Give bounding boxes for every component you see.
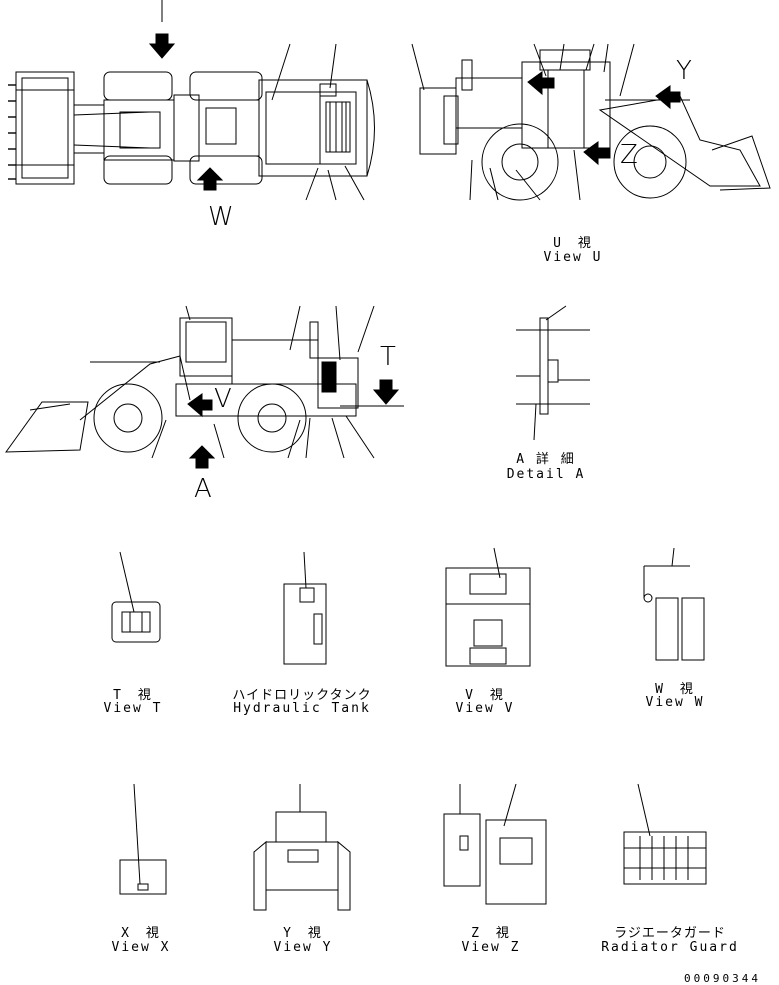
radiator-guard-caption-en: Radiator Guard — [601, 940, 739, 955]
arrow-letter-a: A — [194, 474, 212, 504]
detail-a-drawing — [516, 305, 590, 441]
document-number: 00090344 — [684, 972, 761, 985]
view-u-caption-jp: U 視 — [553, 236, 593, 251]
loader-rear-side-view — [411, 43, 771, 201]
side-view-arrows — [527, 71, 681, 166]
arrow-letter-t: T — [380, 342, 396, 372]
view-x-drawing — [119, 783, 167, 895]
view-x-caption-en: View X — [111, 940, 171, 955]
view-v-drawing — [445, 547, 531, 667]
radiator-guard-caption-jp: ラジエータガード — [614, 926, 726, 941]
arrow-letter-y: Y — [676, 56, 692, 86]
radiator-guard-drawing — [623, 783, 707, 885]
hydraulic-tank-caption-en: Hydraulic Tank — [233, 701, 371, 716]
view-t-drawing — [111, 551, 161, 643]
view-t-caption-en: View T — [103, 701, 163, 716]
arrow-letter-w: W — [208, 202, 234, 232]
view-w-caption-jp: W 視 — [655, 682, 695, 697]
arrow-letter-v: V — [214, 384, 232, 414]
detail-a-caption-en: Detail A — [506, 467, 586, 482]
view-x-caption-jp: X 視 — [121, 926, 161, 941]
view-y-caption-jp: Y 視 — [283, 926, 323, 941]
hydraulic-tank-caption-jp: ハイドロリックタンク — [232, 688, 372, 703]
view-u-caption-en: View U — [543, 250, 603, 265]
view-v-caption-jp: V 視 — [465, 688, 505, 703]
view-u-arrow — [148, 0, 176, 59]
view-t-caption-jp: T 視 — [113, 688, 153, 703]
view-w-caption-en: View W — [645, 695, 705, 710]
view-w-arrow — [196, 167, 224, 191]
middle-view-arrows — [187, 379, 400, 469]
view-z-caption-en: View Z — [461, 940, 521, 955]
view-z-caption-jp: Z 視 — [471, 926, 511, 941]
view-y-caption-en: View Y — [273, 940, 333, 955]
view-z-drawing — [443, 783, 547, 905]
view-y-drawing — [253, 784, 351, 911]
loader-top-view — [8, 43, 375, 201]
detail-a-caption-jp: A 詳 細 — [516, 452, 576, 467]
arrow-letter-z: Z — [620, 140, 638, 170]
hydraulic-tank-drawing — [283, 551, 327, 665]
loader-left-side-view — [5, 305, 404, 459]
view-w-drawing — [643, 547, 705, 661]
view-v-caption-en: View V — [455, 701, 515, 716]
